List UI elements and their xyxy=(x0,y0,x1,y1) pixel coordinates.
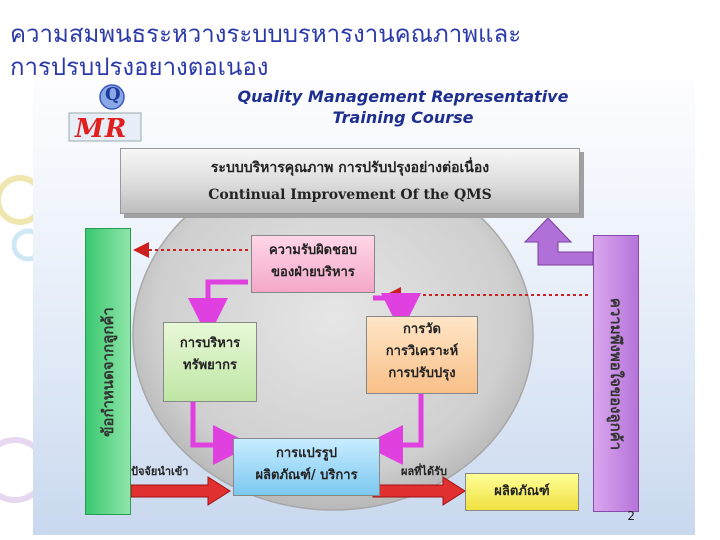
banner-thai-text: ระบบบริหารคุณภาพ การปรับปรุงอย่างต่อเนื่… xyxy=(210,160,490,176)
measurement-line-3: การปรับปรุง xyxy=(388,366,456,381)
resource-management-box: การบริหาร ทรัพยากร xyxy=(163,322,257,402)
diagram-panel: Q MR Quality Management Representative T… xyxy=(33,80,695,535)
measurement-analysis-box: การวัด การวิเคราะห์ การปรับปรุง xyxy=(366,316,478,394)
banner-english-text: Continual Improvement Of the QMS xyxy=(208,187,492,203)
logo-letter-q: Q xyxy=(105,84,121,105)
input-label: ปัจจัยนำเข้า xyxy=(131,465,189,478)
management-responsibility-line-2: ของฝ่ายบริหาร xyxy=(271,265,355,280)
course-title-line-2: Training Course xyxy=(332,108,474,127)
management-responsibility-line-1: ความรับผิดชอบ xyxy=(268,243,358,258)
product-label: ผลิตภัณฑ์ xyxy=(494,484,550,499)
slide-title-line-1: ความสมพนธระหวางระบบบรหารงานคณภาพและ xyxy=(10,20,522,48)
process-diagram xyxy=(130,159,594,511)
cycle-arrow-bottom-right xyxy=(363,392,424,465)
customer-requirements-label: ข้อกำหนดจากลูกค้า xyxy=(99,306,117,437)
customer-requirements-bar: ข้อกำหนดจากลูกค้า xyxy=(85,228,131,515)
resource-management-line-1: การบริหาร xyxy=(179,336,241,351)
slide-title-line-2: การปรบปรงอยางตอเนอง xyxy=(10,53,269,81)
product-realization-box: การแปรรูป ผลิตภัณฑ์/ บริการ xyxy=(233,438,380,496)
customer-satisfaction-bar: ความพึงพอใจของลูกค้า xyxy=(593,235,639,512)
output-label: ผลที่ได้รับ xyxy=(401,465,448,478)
improvement-up-arrow xyxy=(523,217,594,266)
cycle-arrow-top-left xyxy=(188,279,248,338)
product-realization-line-1: การแปรรูป xyxy=(275,446,337,461)
measurement-line-2: การวิเคราะห์ xyxy=(385,344,459,359)
continual-improvement-banner: ระบบบริหารคุณภาพ การปรับปรุงอย่างต่อเนื่… xyxy=(120,148,580,214)
product-realization-line-2: ผลิตภัณฑ์/ บริการ xyxy=(255,468,358,483)
course-title-line-1: Quality Management Representative xyxy=(237,87,569,106)
slide-title: ความสมพนธระหวางระบบบรหารงานคณภาพและ การป… xyxy=(10,18,710,84)
page-number: 2 xyxy=(627,509,635,523)
course-title: Quality Management Representative Traini… xyxy=(218,86,588,134)
measurement-line-1: การวัด xyxy=(403,322,441,337)
product-box: ผลิตภัณฑ์ xyxy=(465,473,579,511)
customer-satisfaction-label: ความพึงพอใจของลูกค้า xyxy=(607,297,625,450)
logo-letters: MR xyxy=(75,114,128,144)
cycle-arrow-top-right xyxy=(373,293,421,333)
management-responsibility-box: ความรับผิดชอบ ของฝ่ายบริหาร xyxy=(251,235,375,293)
input-flow-arrow xyxy=(130,476,231,506)
resource-management-line-2: ทรัพยากร xyxy=(183,358,237,373)
qmr-logo xyxy=(68,84,142,142)
output-flow-arrow xyxy=(372,476,466,506)
cycle-arrow-bottom-left xyxy=(190,398,253,465)
